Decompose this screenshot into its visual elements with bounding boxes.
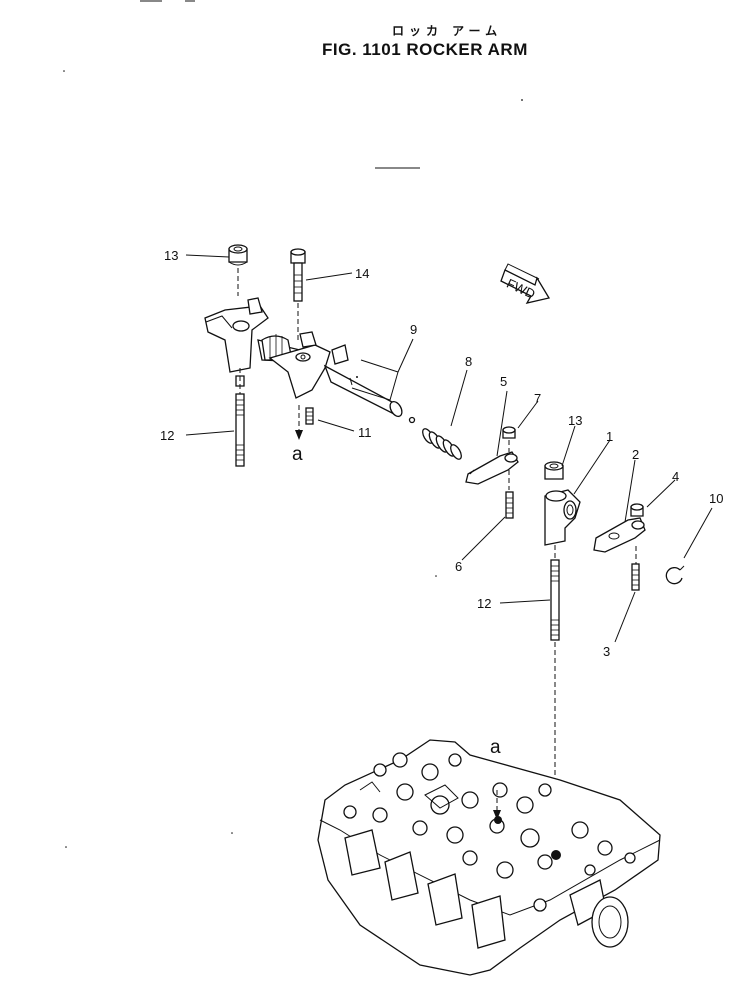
fwd-label: FWD xyxy=(504,276,537,302)
callout-4: 4 xyxy=(672,469,679,484)
rocker-arm-assembly xyxy=(204,297,349,399)
circlip-10 xyxy=(665,565,685,585)
rocker-support-1 xyxy=(544,489,581,546)
nut-7 xyxy=(502,426,516,439)
callout-13-lower: 13 xyxy=(568,413,582,428)
callout-12-left: 12 xyxy=(160,428,174,443)
callout-7: 7 xyxy=(534,391,541,406)
nut-13-lower xyxy=(544,461,564,480)
rocker-arm-2 xyxy=(593,517,646,553)
callout-14: 14 xyxy=(355,266,369,281)
reference-mark-a-lower: a xyxy=(490,737,501,758)
spring-8 xyxy=(422,428,462,460)
callout-3: 3 xyxy=(603,644,610,659)
callout-9: 9 xyxy=(410,322,417,337)
figure-title-japanese: ロッカ アーム xyxy=(392,24,503,38)
figure-title: FIG. 1101 ROCKER ARM xyxy=(322,40,528,59)
leader-lines xyxy=(185,254,713,643)
reference-mark-a-upper: a xyxy=(292,444,303,465)
rocker-shaft-9 xyxy=(323,364,416,424)
callout-12-right: 12 xyxy=(477,596,491,611)
bolt-14 xyxy=(290,248,306,302)
nut-4 xyxy=(630,503,644,517)
callout-2: 2 xyxy=(632,447,639,462)
callout-8: 8 xyxy=(465,354,472,369)
rocker-arm-5 xyxy=(465,451,519,485)
callout-6: 6 xyxy=(455,559,462,574)
callout-5: 5 xyxy=(500,374,507,389)
callout-1: 1 xyxy=(606,429,613,444)
stud-12-right xyxy=(550,559,560,641)
callout-11: 11 xyxy=(358,425,372,440)
stray-marks xyxy=(63,0,523,848)
fwd-direction-arrow: FWD xyxy=(500,263,551,304)
adjusting-screw-3 xyxy=(631,563,640,591)
nut-13-upper xyxy=(228,244,248,266)
callout-10: 10 xyxy=(709,491,723,506)
cylinder-head xyxy=(317,739,661,976)
adjusting-screw-6 xyxy=(505,491,514,519)
stud-12-left xyxy=(235,393,245,467)
callout-13-upper: 13 xyxy=(164,248,178,263)
stud-11 xyxy=(305,407,314,425)
